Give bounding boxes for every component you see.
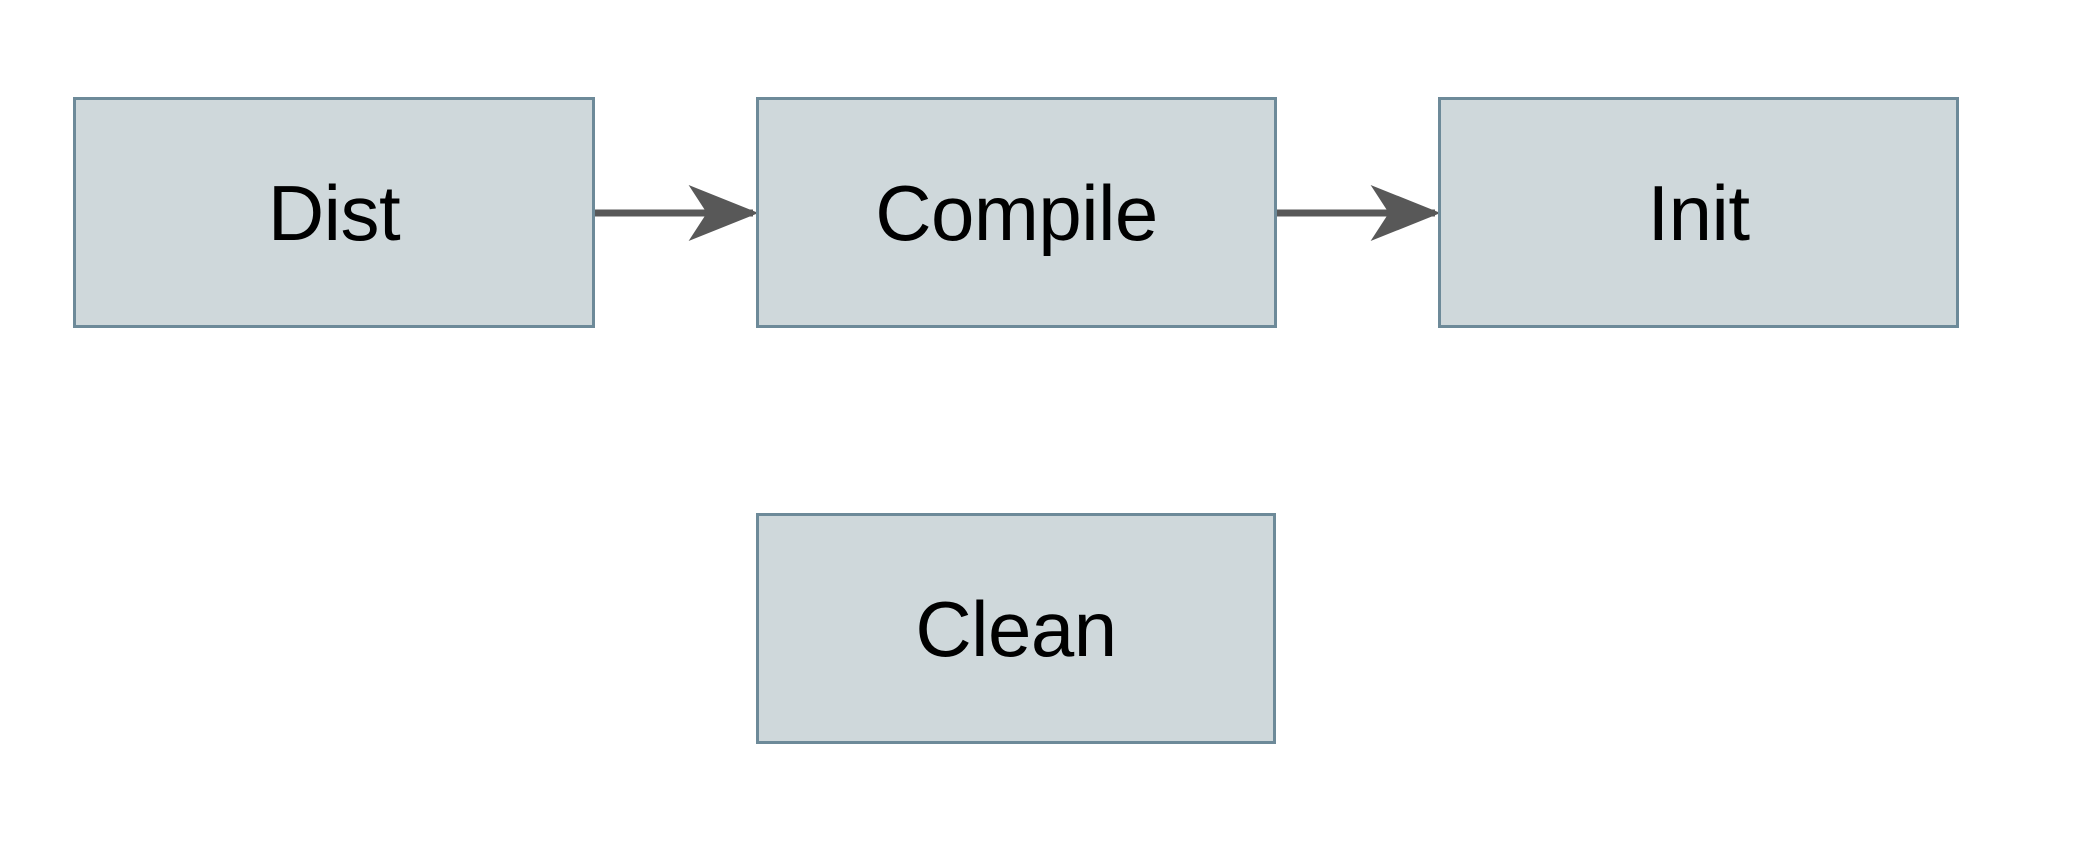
node-dist[interactable]: Dist [73,97,595,328]
node-compile[interactable]: Compile [756,97,1277,328]
node-init[interactable]: Init [1438,97,1959,328]
node-dist-label: Dist [267,168,401,257]
node-compile-label: Compile [875,168,1158,257]
node-init-label: Init [1647,168,1750,257]
node-clean-label: Clean [915,584,1117,673]
node-clean[interactable]: Clean [756,513,1276,744]
